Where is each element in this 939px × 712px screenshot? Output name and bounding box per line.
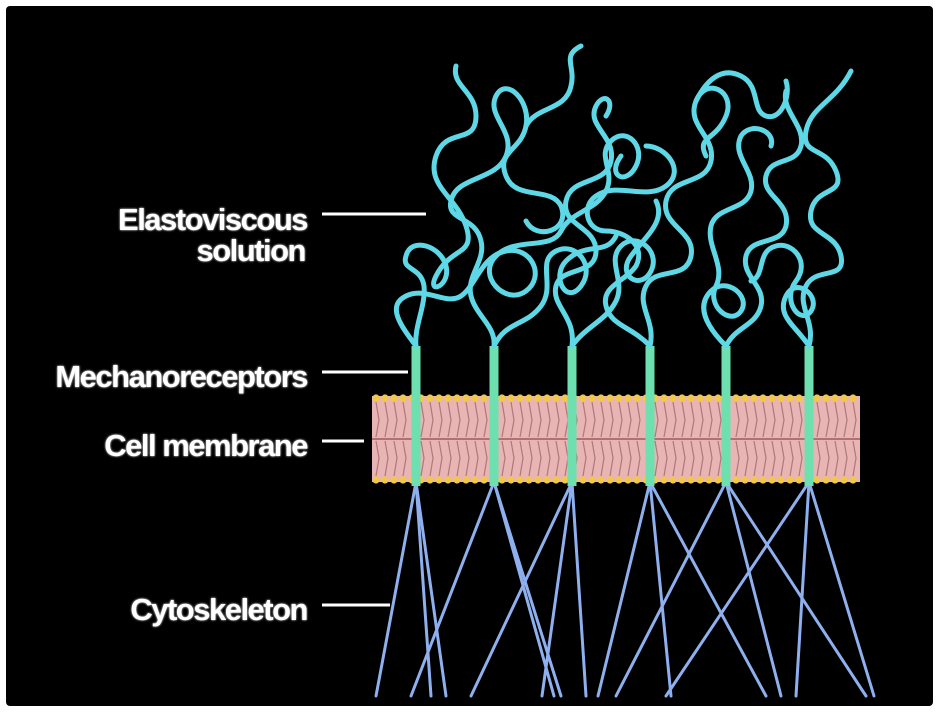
label-elastoviscous-line1: Elastoviscous [118,203,307,236]
label-cell-membrane: Cell membrane [104,429,307,462]
label-elastoviscous-line2: solution [196,234,305,267]
elastoviscous-solution [396,46,851,346]
label-cytoskeleton: Cytoskeleton [130,593,307,626]
cell-membrane [372,394,860,483]
cytoskeleton-filaments [376,482,874,696]
diagram-screen: Elastoviscous solution Mechanoreceptors … [6,6,933,706]
label-mechanoreceptors: Mechanoreceptors [55,360,307,393]
